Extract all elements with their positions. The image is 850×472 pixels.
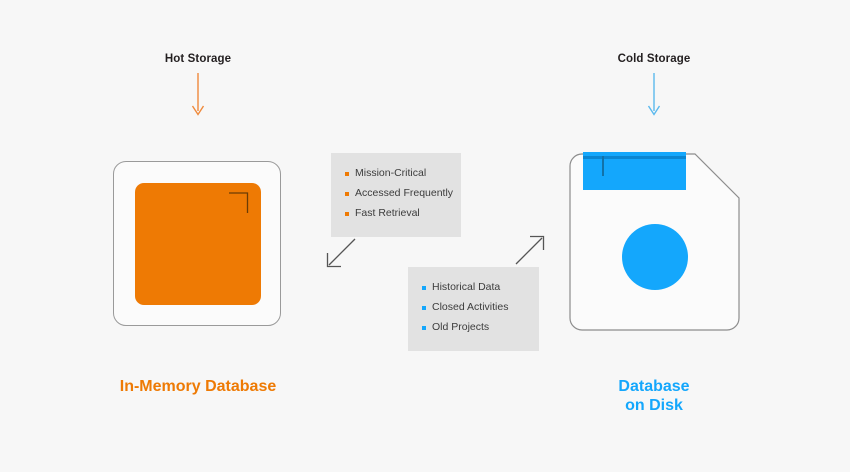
bullet-square-icon	[422, 325, 426, 330]
list-item-label: Accessed Frequently	[355, 187, 454, 199]
list-item: Fast Retrieval	[345, 207, 445, 220]
list-item: Closed Activities	[422, 301, 523, 314]
list-item-label: Closed Activities	[432, 301, 509, 313]
bullet-square-icon	[345, 211, 349, 216]
list-item: Accessed Frequently	[345, 187, 453, 200]
floppy-disk-shutter	[583, 152, 686, 190]
shutter-slot	[602, 156, 604, 176]
arrow-down-icon-cold	[642, 73, 666, 119]
cold-features-panel: Historical Data Closed Activities Old Pr…	[408, 267, 539, 351]
list-item-label: Historical Data	[432, 281, 501, 293]
shutter-band	[583, 156, 686, 159]
bullet-square-icon	[345, 171, 349, 176]
bullet-square-icon	[345, 191, 349, 196]
list-item: Mission-Critical	[345, 167, 445, 180]
database-on-disk-caption: Database on Disk	[618, 378, 690, 414]
arrow-down-left-icon	[324, 238, 358, 270]
list-item-label: Fast Retrieval	[355, 207, 420, 219]
cold-storage-heading: Cold Storage	[617, 53, 691, 65]
hot-features-panel: Mission-Critical Accessed Frequently Fas…	[331, 153, 461, 237]
list-item-label: Old Projects	[432, 321, 490, 333]
floppy-disk-hub	[622, 224, 688, 290]
list-item-label: Mission-Critical	[355, 167, 427, 179]
in-memory-database-caption: In-Memory Database	[119, 378, 277, 395]
list-item: Old Projects	[422, 321, 523, 334]
hot-storage-heading: Hot Storage	[164, 53, 232, 65]
arrow-down-icon-hot	[186, 73, 210, 119]
bullet-square-icon	[422, 285, 426, 290]
bullet-square-icon	[422, 305, 426, 310]
list-item: Historical Data	[422, 281, 523, 294]
chip-corner-notch-icon	[229, 192, 249, 214]
arrow-up-right-icon	[514, 234, 548, 266]
in-memory-chip-body	[135, 183, 261, 305]
